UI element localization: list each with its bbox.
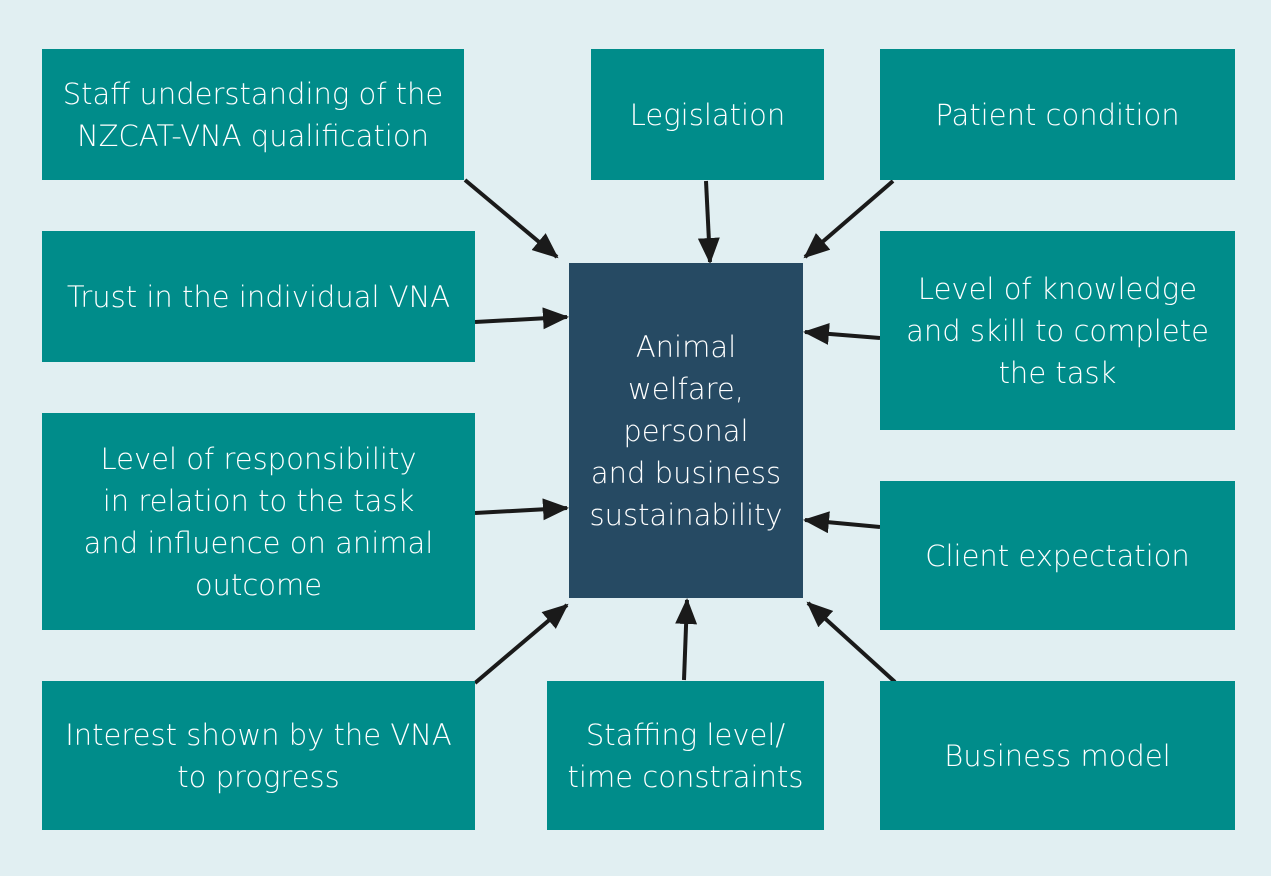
arrow-knowledge-skill (803, 322, 881, 345)
arrow-client-expectation (803, 511, 881, 534)
factor-staff-understanding: Staff understanding of the NZCAT-VNA qua… (42, 49, 464, 180)
factor-business-model: Business model (880, 681, 1235, 830)
arrow-responsibility (474, 498, 569, 521)
arrow-staffing-level (675, 598, 698, 681)
center-outcome: Animal welfare, personal and business su… (569, 263, 803, 598)
arrow-interest-progress (473, 603, 569, 685)
factor-knowledge-skill: Level of knowledge and skill to complete… (880, 231, 1235, 430)
arrow-legislation (697, 180, 720, 264)
factor-trust: Trust in the individual VNA (42, 231, 475, 362)
factor-legislation: Legislation (591, 49, 824, 180)
arrow-trust (474, 307, 569, 330)
factor-staffing-level: Staffing level/ time constraints (547, 681, 824, 830)
arrow-patient-condition (803, 179, 895, 259)
arrow-staff-understanding (463, 178, 559, 259)
factor-interest-progress: Interest shown by the VNA to progress (42, 681, 475, 830)
factor-patient-condition: Patient condition (880, 49, 1235, 180)
factor-responsibility: Level of responsibility in relation to t… (42, 413, 475, 630)
arrow-business-model (806, 601, 897, 684)
factor-client-expectation: Client expectation (880, 481, 1235, 630)
